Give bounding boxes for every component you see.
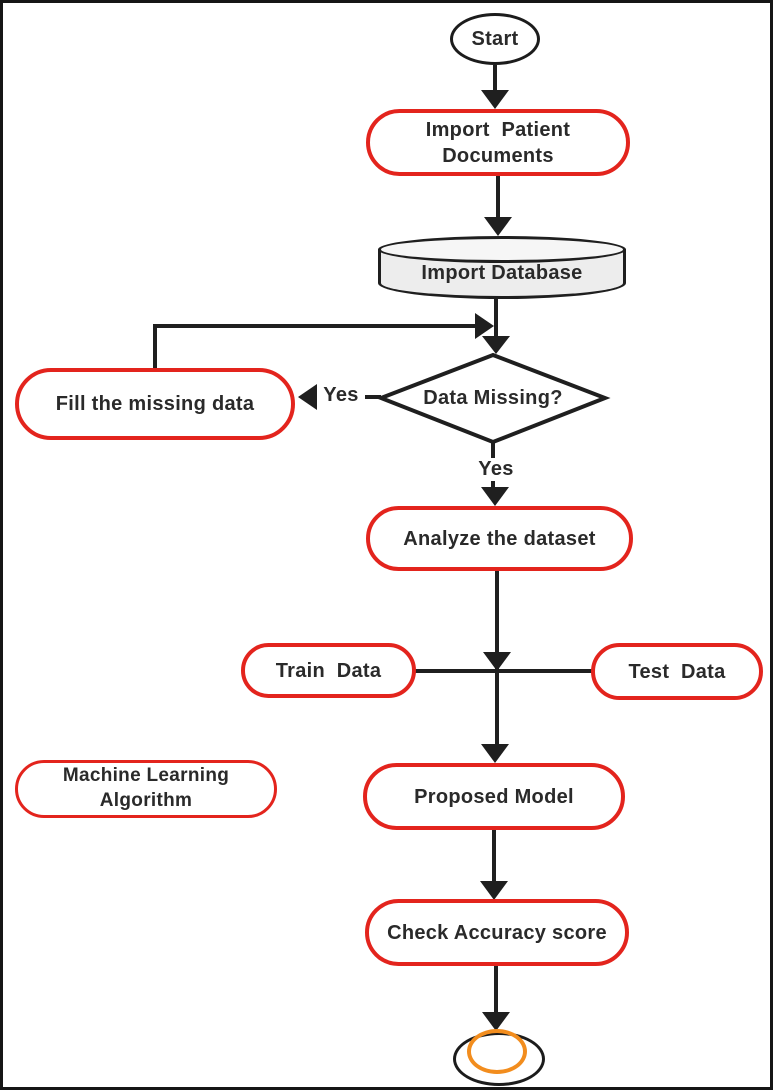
node-proposed-model-label: Proposed Model [414,785,574,808]
node-analyze-dataset-label: Analyze the dataset [403,527,596,550]
arrowhead-into-diamond [482,336,510,354]
node-import-patient-documents-label: Import Patient Documents [425,118,571,167]
node-import-patient-documents: Import Patient Documents [366,109,630,176]
arrowhead-into-accuracy [480,881,508,900]
node-proposed-model: Proposed Model [363,763,625,830]
node-check-accuracy-score-label: Check Accuracy score [387,921,607,944]
node-data-missing-label: Data Missing? [423,387,563,409]
arrowhead-into-end [482,1012,510,1031]
node-machine-learning-algorithm-label: Machine Learning Algorithm [62,765,230,811]
node-test-data-label: Test Data [628,660,726,683]
node-machine-learning-algorithm: Machine Learning Algorithm [15,760,277,818]
arrowhead-at-split-junction [483,652,511,671]
node-end-inner-circle [467,1029,527,1074]
node-import-database-label: Import Database [421,262,583,284]
node-train-data: Train Data [241,643,416,698]
arrowhead-loopback-right [475,313,494,339]
arrowhead-into-proposed [481,744,509,763]
node-train-data-label: Train Data [275,659,382,682]
node-test-data: Test Data [591,643,763,700]
arrowhead-into-fill [298,384,317,410]
edge-label-yes-down: Yes [471,458,521,481]
node-start: Start [450,13,540,65]
node-data-missing-label-box: Data Missing? [383,383,603,413]
arrowhead-into-analyze [481,487,509,506]
arrowhead-into-import [481,90,509,109]
node-data-missing-diamond [375,352,611,445]
node-analyze-dataset: Analyze the dataset [366,506,633,571]
connector-layer [153,65,611,1031]
arrowhead-into-database [484,217,512,236]
edge-label-yes-left: Yes [317,384,365,407]
node-import-database: Import Database [378,236,626,299]
node-check-accuracy-score: Check Accuracy score [365,899,629,966]
edge-fill-loopback [153,324,477,370]
database-cylinder-top [378,236,626,263]
node-fill-missing-data: Fill the missing data [15,368,295,440]
node-fill-missing-data-label: Fill the missing data [55,393,255,415]
node-start-label: Start [471,28,519,50]
